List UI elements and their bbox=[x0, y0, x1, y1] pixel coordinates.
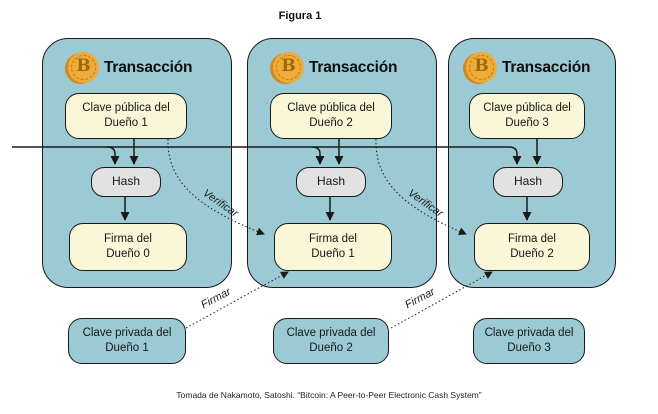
sign-label-2: Firmar bbox=[403, 285, 437, 312]
transaction-box-3: B Transacción Clave pública del Dueño 3 … bbox=[448, 38, 616, 288]
transaction-title: Transacción bbox=[104, 59, 193, 76]
hash-node-1: Hash bbox=[91, 167, 161, 197]
transaction-title: Transacción bbox=[309, 59, 398, 76]
bitcoin-symbol: B bbox=[76, 56, 91, 76]
public-key-line1: Clave pública del bbox=[82, 102, 170, 115]
sign-label-1: Firmar bbox=[199, 285, 233, 312]
public-key-node-3: Clave pública del Dueño 3 bbox=[469, 93, 585, 139]
transaction-box-1: B Transacción Clave pública del Dueño 1 … bbox=[42, 38, 232, 288]
private-key-line1: Clave privada del bbox=[82, 327, 172, 340]
hash-label: Hash bbox=[513, 174, 542, 189]
public-key-line1: Clave pública del bbox=[287, 102, 375, 115]
public-key-line2: Dueño 3 bbox=[505, 117, 549, 129]
signature-line2: Dueño 2 bbox=[510, 248, 554, 260]
private-key-node-3: Clave privada del Dueño 3 bbox=[473, 318, 585, 364]
signature-line1: Firma del bbox=[309, 233, 357, 246]
transaction-header: B Transacción bbox=[449, 39, 615, 83]
signature-line2: Dueño 1 bbox=[311, 248, 355, 260]
bitcoin-icon: B bbox=[273, 52, 304, 83]
private-key-line1: Clave privada del bbox=[286, 327, 376, 340]
signature-node-3: Firma del Dueño 2 bbox=[474, 223, 590, 271]
hash-label: Hash bbox=[111, 174, 140, 189]
transaction-title: Transacción bbox=[502, 59, 591, 76]
hash-node-3: Hash bbox=[493, 167, 563, 197]
private-key-node-2: Clave privada del Dueño 2 bbox=[273, 318, 389, 364]
figure-title: Figura 1 bbox=[278, 10, 322, 22]
public-key-node-2: Clave pública del Dueño 2 bbox=[270, 93, 392, 139]
private-key-node-1: Clave privada del Dueño 1 bbox=[68, 318, 186, 364]
bitcoin-symbol: B bbox=[281, 56, 296, 76]
private-key-line2: Dueño 1 bbox=[105, 342, 149, 354]
bitcoin-icon: B bbox=[68, 52, 99, 83]
public-key-line1: Clave pública del bbox=[483, 102, 571, 115]
bitcoin-symbol: B bbox=[474, 56, 489, 76]
source-caption: Tomada de Nakamoto, Satoshi. “Bitcoin: A… bbox=[176, 390, 482, 400]
private-key-line2: Dueño 2 bbox=[309, 342, 353, 354]
bitcoin-icon: B bbox=[466, 52, 497, 83]
signature-line1: Firma del bbox=[508, 233, 556, 246]
signature-line1: Firma del bbox=[104, 233, 152, 246]
hash-node-2: Hash bbox=[296, 167, 366, 197]
hash-label: Hash bbox=[316, 174, 345, 189]
signature-node-1: Firma del Dueño 0 bbox=[69, 223, 187, 271]
transaction-header: B Transacción bbox=[248, 39, 436, 83]
public-key-line2: Dueño 2 bbox=[309, 117, 353, 129]
public-key-node-1: Clave pública del Dueño 1 bbox=[65, 93, 187, 139]
private-key-line2: Dueño 3 bbox=[507, 342, 551, 354]
signature-node-2: Firma del Dueño 1 bbox=[274, 223, 392, 271]
signature-line2: Dueño 0 bbox=[106, 248, 150, 260]
transaction-header: B Transacción bbox=[43, 39, 231, 83]
public-key-line2: Dueño 1 bbox=[104, 117, 148, 129]
private-key-line1: Clave privada del bbox=[484, 327, 574, 340]
transaction-box-2: B Transacción Clave pública del Dueño 2 … bbox=[247, 38, 437, 288]
